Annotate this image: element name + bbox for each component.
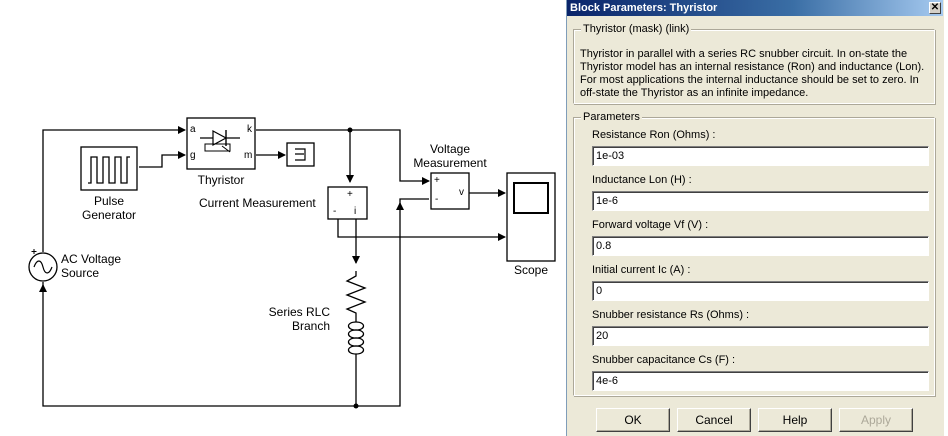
ok-button[interactable]: OK (596, 408, 670, 432)
voltage-measurement-block (430, 172, 470, 210)
snubber-resistance-field[interactable]: 20 (592, 326, 929, 346)
cm-plus-label: + (347, 189, 353, 200)
forward-voltage-label: Forward voltage Vf (V) : (592, 219, 709, 231)
initial-current-field[interactable]: 0 (592, 281, 929, 301)
wire-cm-to-scope (337, 218, 506, 241)
port-m-label: m (244, 150, 253, 161)
initial-current-label: Initial current Ic (A) : (592, 264, 691, 276)
vm-minus-label: - (435, 194, 439, 205)
current-measurement-block (327, 186, 368, 220)
current-measurement-label: Current Measurement (199, 196, 316, 210)
port-k-label: k (247, 124, 252, 135)
series-rlc-branch-label: Series RLC Branch (268, 305, 330, 333)
dialog-title: Block Parameters: Thyristor (570, 2, 718, 14)
wire-return (42, 198, 429, 407)
forward-voltage-field[interactable]: 0.8 (592, 236, 929, 256)
block-parameters-dialog: Block Parameters: Thyristor ✕ Thyristor … (566, 0, 944, 436)
snubber-capacitance-label: Snubber capacitance Cs (F) : (592, 354, 736, 366)
pulse-generator-label: Pulse Generator (81, 194, 137, 222)
thyristor-block (186, 117, 256, 170)
cm-i-label: i (354, 206, 357, 217)
snubber-capacitance-field[interactable]: 4e-6 (592, 371, 929, 391)
model-diagram (28, 117, 556, 409)
wire-pulse-to-gate (139, 151, 186, 168)
resistance-ron-field[interactable]: 1e-03 (592, 146, 929, 166)
cancel-button[interactable]: Cancel (677, 408, 751, 432)
inductance-lon-field[interactable]: 1e-6 (592, 191, 929, 211)
scope-block (506, 172, 556, 262)
vm-v-label: v (459, 187, 464, 198)
ac-voltage-source-block (28, 249, 58, 282)
wire-source-to-anode (42, 126, 186, 252)
resistance-ron-label: Resistance Ron (Ohms) : (592, 129, 716, 141)
cm-minus-label: - (333, 206, 337, 217)
dialog-titlebar[interactable]: Block Parameters: Thyristor ✕ (567, 0, 943, 16)
voltage-measurement-label: Voltage Measurement (413, 142, 487, 170)
series-rlc-branch-block (345, 271, 367, 365)
pulse-generator-block (80, 146, 138, 191)
vm-plus-label: + (434, 175, 440, 186)
apply-button[interactable]: Apply (839, 408, 913, 432)
thyristor-label: Thyristor (197, 173, 245, 187)
inductance-lon-label: Inductance Lon (H) : (592, 174, 692, 186)
port-a-label: a (190, 124, 196, 135)
parameters-group: Parameters Resistance Ron (Ohms) : 1e-03… (573, 111, 935, 396)
ac-voltage-source-label: AC Voltage Source (61, 252, 122, 280)
mask-group-legend: Thyristor (mask) (link) (581, 23, 692, 36)
wire-cathode-to-vm-plus (256, 129, 430, 185)
snubber-resistance-label: Snubber resistance Rs (Ohms) : (592, 309, 750, 321)
mask-description-group: Thyristor (mask) (link) Thyristor in par… (573, 23, 935, 104)
port-g-label: g (190, 150, 196, 161)
scope-label: Scope (513, 263, 549, 277)
parameters-group-legend: Parameters (581, 111, 642, 124)
close-icon[interactable]: ✕ (929, 2, 941, 14)
mask-description-text: Thyristor in parallel with a series RC s… (580, 48, 925, 99)
help-button[interactable]: Help (758, 408, 832, 432)
simulink-model-canvas[interactable]: a g k m + - v + - i Pulse Generator Thyr… (0, 0, 566, 436)
terminator-block (286, 142, 315, 167)
